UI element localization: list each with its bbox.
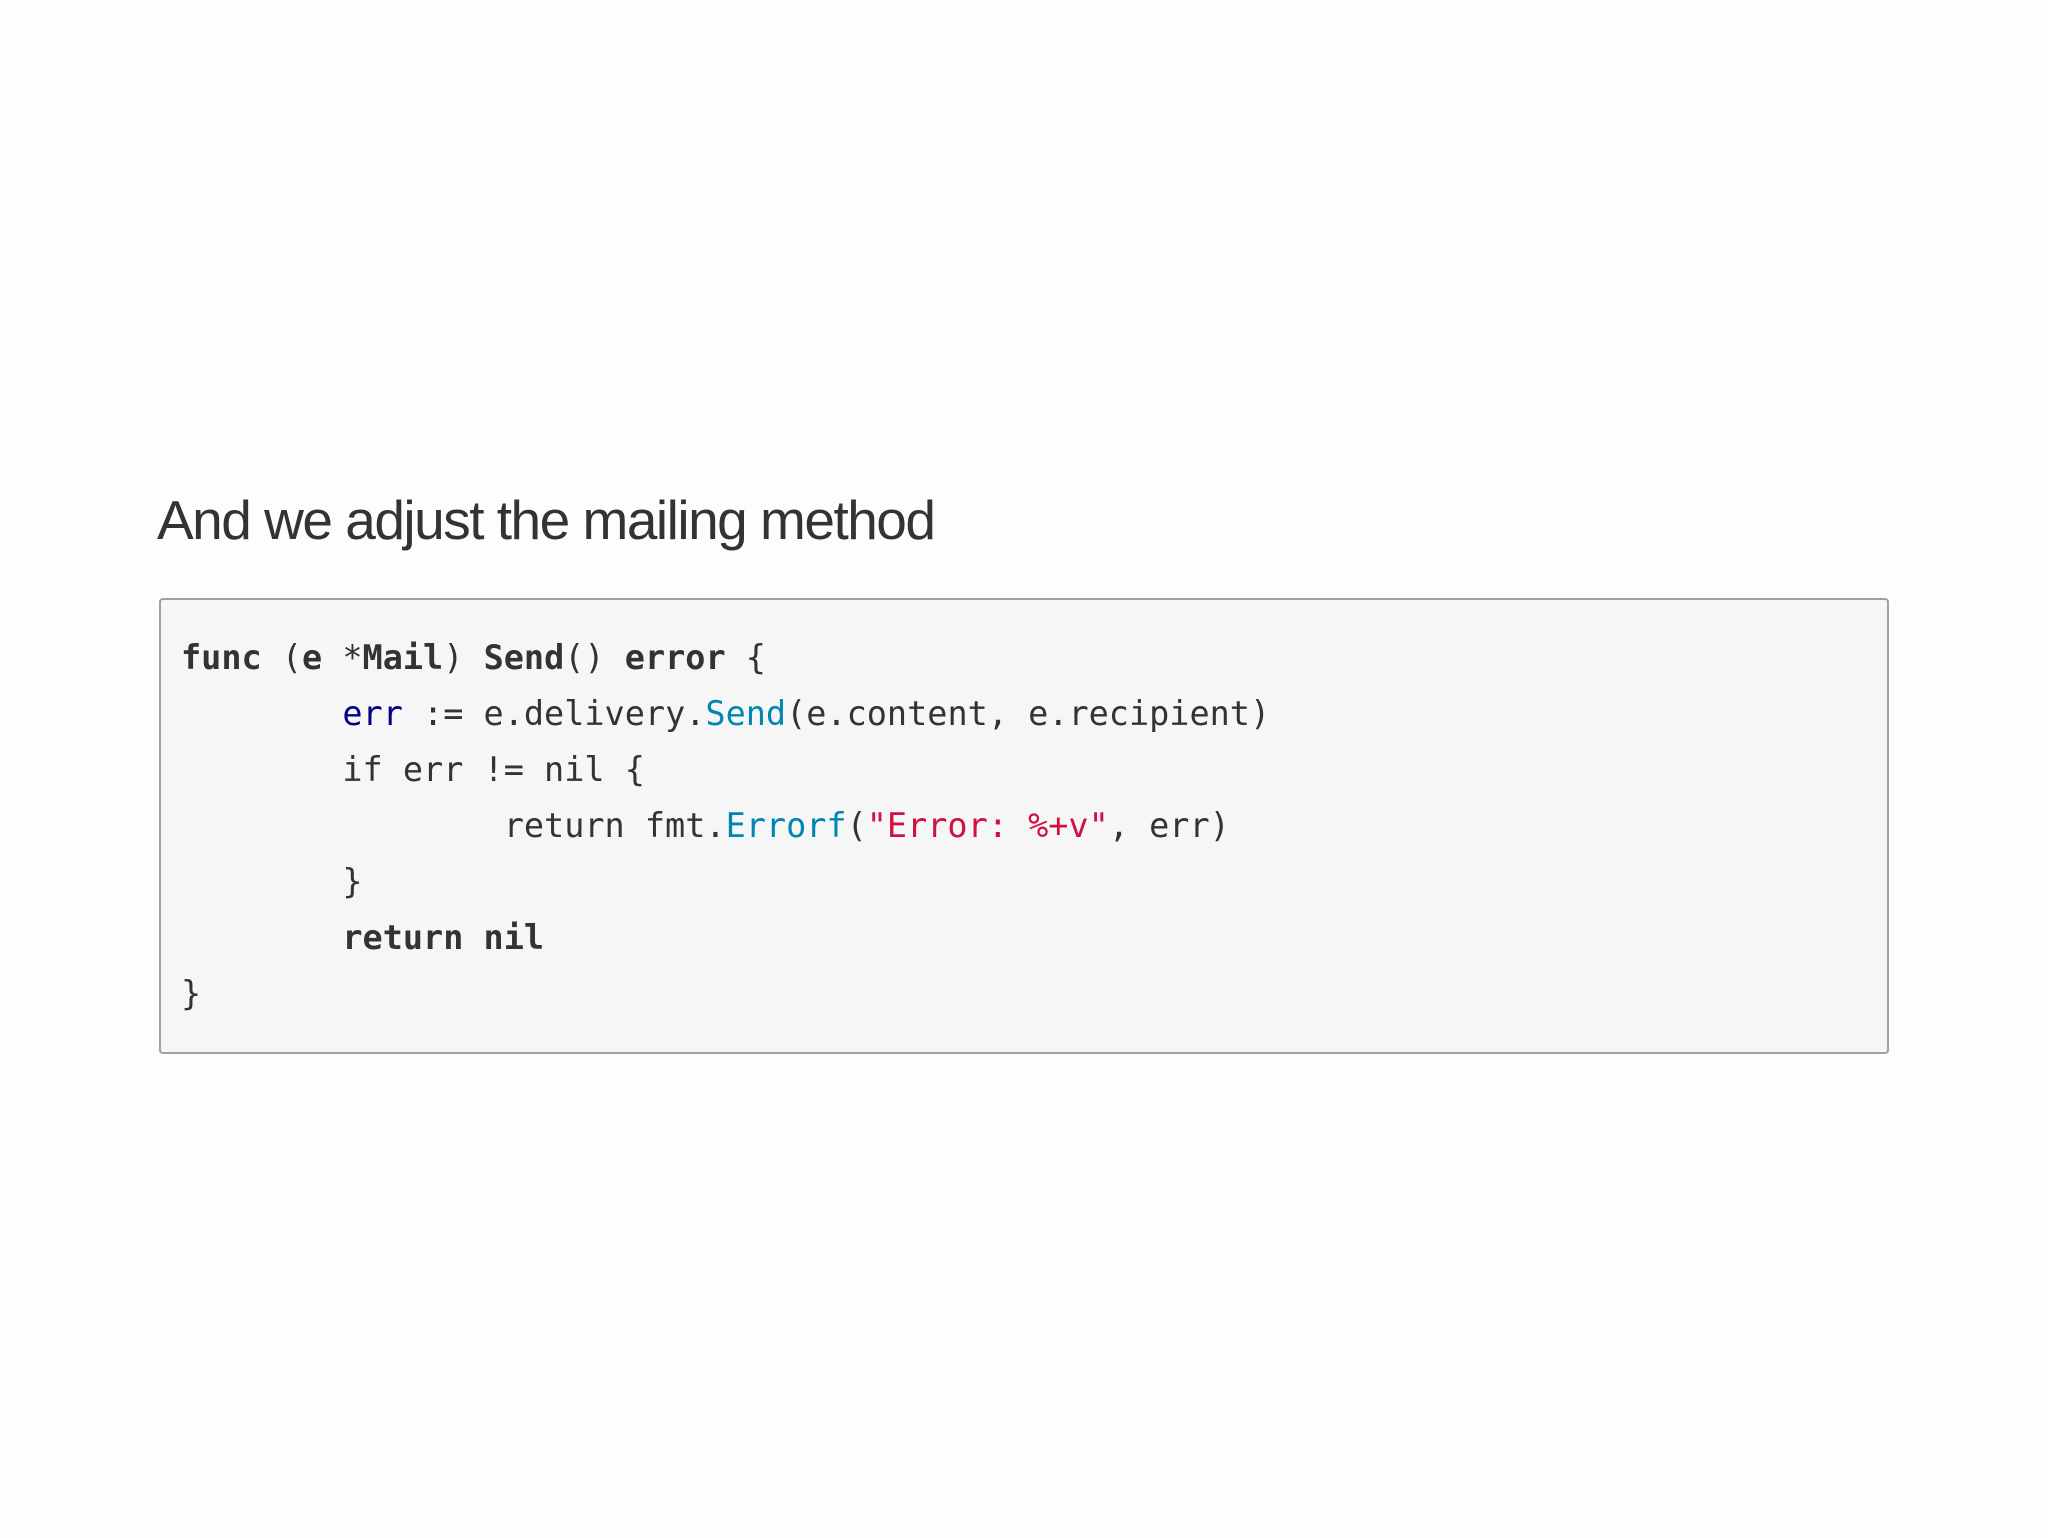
code-token: Send — [705, 694, 787, 733]
code-token: ( — [261, 638, 303, 677]
code-line: if err != nil { — [181, 750, 645, 789]
code-token: return fmt. — [181, 806, 726, 845]
code-token: return — [342, 918, 464, 957]
code-line: return fmt.Errorf("Error: %+v", err) — [181, 806, 1230, 845]
code-content: func (e *Mail) Send() error { err := e.d… — [181, 630, 1270, 1022]
code-token: () — [564, 638, 625, 677]
code-token: e — [302, 638, 323, 677]
code-line: } — [181, 862, 363, 901]
code-token: func — [181, 638, 262, 677]
code-token — [463, 918, 483, 957]
code-token: err — [342, 694, 403, 733]
code-token: } — [181, 862, 363, 901]
code-token: * — [322, 638, 363, 677]
code-token — [181, 694, 342, 733]
code-token: Mail — [362, 638, 444, 677]
code-line: } — [181, 974, 201, 1013]
code-token: "Error: %+v" — [866, 806, 1109, 845]
code-token — [181, 918, 342, 957]
slide-heading: And we adjust the mailing method — [157, 489, 936, 551]
code-token: , err) — [1108, 806, 1230, 845]
code-block: func (e *Mail) Send() error { err := e.d… — [159, 598, 1889, 1054]
code-token: { — [725, 638, 766, 677]
code-token: if err != nil { — [181, 750, 645, 789]
code-token: ) — [443, 638, 484, 677]
code-line: func (e *Mail) Send() error { — [181, 638, 766, 677]
code-token: Send — [483, 638, 565, 677]
code-token: := e.delivery. — [402, 694, 706, 733]
code-token: ( — [846, 806, 867, 845]
code-line: return nil — [181, 918, 544, 957]
code-token: } — [181, 974, 202, 1013]
code-token: Errorf — [725, 806, 847, 845]
code-token: (e.content, e.recipient) — [786, 694, 1271, 733]
code-token: nil — [483, 918, 545, 957]
code-line: err := e.delivery.Send(e.content, e.reci… — [181, 694, 1270, 733]
code-token: error — [624, 638, 726, 677]
